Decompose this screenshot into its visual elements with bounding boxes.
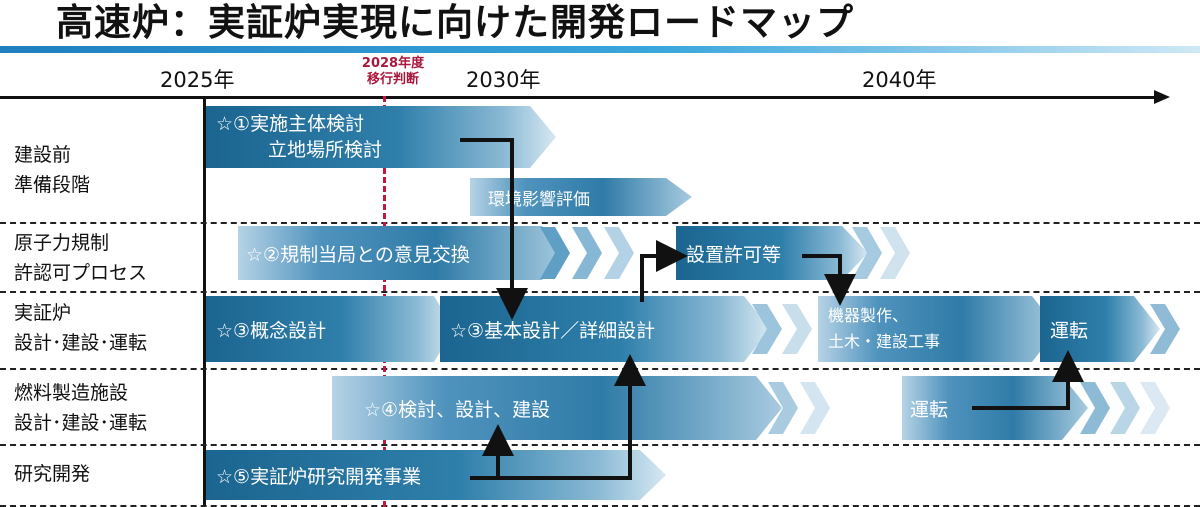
year-2040: 2040年 [862, 68, 937, 92]
bar-label: 設置許可等 [686, 243, 782, 266]
bar-label: ☆⑤実証炉研究開発事業 [216, 465, 422, 488]
bar-label: 環境影響評価 [488, 189, 590, 210]
row-label-line: 設計･建設･運転 [14, 412, 148, 434]
time-axis-arrowhead [1154, 90, 1170, 104]
decision-year: 2028年度 [361, 56, 425, 71]
bar-installation-license: 設置許可等 [676, 226, 868, 280]
row-divider [0, 291, 1200, 293]
bar-basic-detailed-design: ☆③基本設計／詳細設計 [440, 296, 770, 362]
bar-reactor-operation: 運転 [1040, 296, 1160, 362]
chevron-icon [782, 304, 812, 354]
bar-regulator-dialogue: ☆②規制当局との意見交換 [238, 226, 568, 280]
row-divider [0, 368, 1200, 370]
row-divider [0, 444, 1200, 446]
chevron-icon [572, 227, 602, 279]
title-underline [0, 46, 1200, 53]
bar-environmental-assessment: 環境影響評価 [470, 178, 692, 216]
year-2025: 2025年 [160, 68, 235, 92]
chevron-icon [880, 227, 910, 279]
bar-label: ☆①実施主体検討 [216, 113, 365, 135]
bar-label: 運転 [910, 398, 949, 421]
decision-marker-label: 2028年度 移行判断 [348, 56, 438, 88]
row-label-regulation: 原子力規制 許認可プロセス [14, 228, 147, 288]
start-line [203, 96, 206, 507]
time-axis [0, 96, 1158, 99]
bar-label: 立地場所検討 [268, 139, 383, 161]
row-label-line: 実証炉 [14, 302, 72, 324]
bar-research-development: ☆⑤実証炉研究開発事業 [206, 450, 666, 500]
row-label-line: 準備段階 [14, 174, 91, 196]
page-title: 高速炉：実証炉実現に向けた開発ロードマップ [56, 1, 854, 44]
row-divider [0, 222, 1200, 224]
arrow-design-to-license [640, 240, 688, 302]
row-label-rnd: 研究開発 [14, 459, 90, 489]
row-label-line: 許認可プロセス [14, 262, 148, 284]
bar-label: ☆③概念設計 [216, 319, 327, 342]
chevron-icon [1140, 382, 1170, 434]
row-label-line: 設計･建設･運転 [14, 332, 148, 354]
chevron-icon [604, 227, 634, 279]
bar-fuel-facility-design: ☆④検討、設計、建設 [332, 376, 782, 440]
row-label-line: 研究開発 [14, 463, 91, 485]
bar-fuel-facility-operation: 運転 [902, 376, 1088, 440]
bar-label: 機器製作、 [828, 306, 909, 325]
bar-label: ☆④検討、設計、建設 [364, 398, 551, 421]
row-label-line: 燃料製造施設 [14, 382, 129, 404]
row-label-pre-construction: 建設前 準備段階 [14, 140, 90, 200]
row-label-reactor: 実証炉 設計･建設･運転 [14, 298, 147, 358]
row-label-line: 原子力規制 [14, 232, 110, 254]
chevron-icon [1110, 382, 1140, 434]
row-divider [0, 505, 1200, 507]
bar-conceptual-design: ☆③概念設計 [206, 296, 454, 362]
bar-label: ☆③基本設計／詳細設計 [450, 319, 656, 342]
bar-label: 運転 [1050, 319, 1089, 342]
chevron-icon [800, 382, 830, 434]
bar-manufacturing-construction: 機器製作、 土木・建設工事 [818, 296, 1058, 362]
bar-label: 土木・建設工事 [828, 332, 941, 351]
row-label-fuel-facility: 燃料製造施設 設計･建設･運転 [14, 378, 147, 438]
bar-label: ☆②規制当局との意見交換 [246, 243, 470, 266]
bar-implementer-study: ☆①実施主体検討 立地場所検討 [206, 106, 556, 168]
row-label-line: 建設前 [14, 144, 72, 166]
decision-label: 移行判断 [366, 72, 419, 87]
year-2030: 2030年 [466, 68, 541, 92]
